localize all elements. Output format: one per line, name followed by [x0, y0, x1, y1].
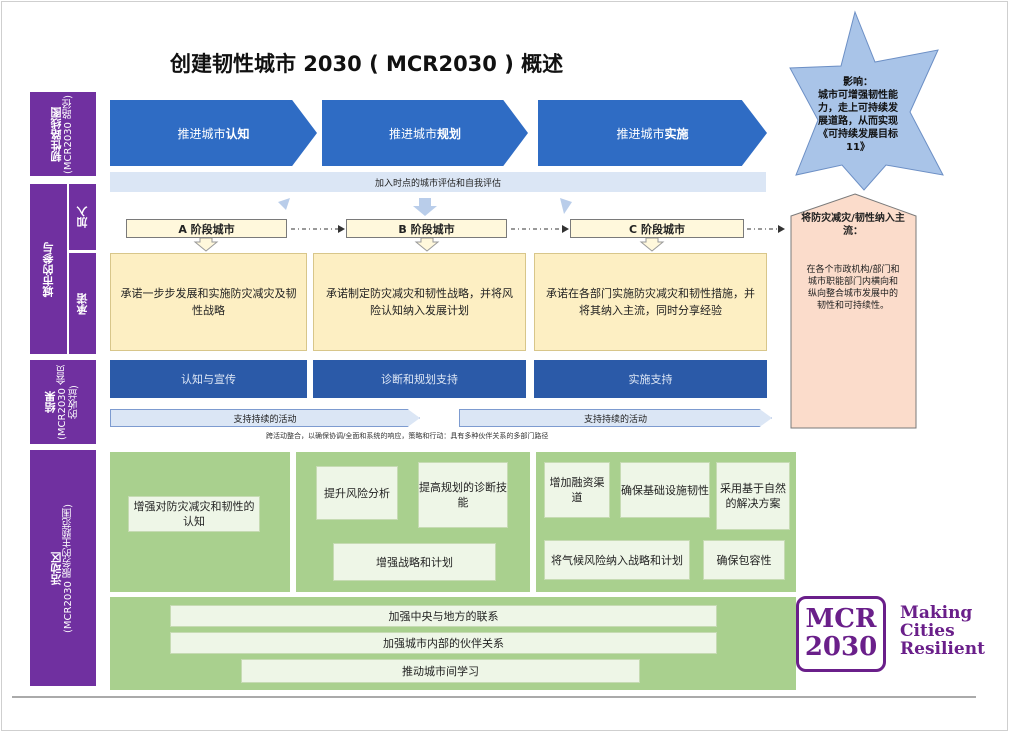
- result-planning: 诊断和规划支持: [313, 360, 526, 398]
- mainstream-body: 在各个市政机构/部门和城市职能部门内横向和纵向整合城市发展中的韧性和可持续性。: [806, 265, 900, 311]
- sidebar-roadmap: 韧性路线图(MCR2030 路径): [30, 92, 96, 176]
- activity-strategy-plan: 增强战略和计划: [333, 543, 496, 581]
- diagonal-arrow-icon: [278, 198, 290, 210]
- commitment-a: 承诺一步步发展和实施防灾减灾及韧性战略: [110, 253, 307, 351]
- roadmap-step-planning: 推进城市规划: [322, 100, 528, 166]
- support-arrow-right: 支持持续的活动: [459, 409, 772, 427]
- activity-awareness: 增强对防灾减灾和韧性的认知: [128, 496, 260, 532]
- stage-c-box: C 阶段城市: [570, 219, 744, 238]
- down-arrow-icon: [414, 237, 440, 252]
- arrowhead-icon: [778, 225, 785, 233]
- activity-financing: 增加融资渠道: [544, 462, 610, 518]
- sidebar-join: 加入: [69, 184, 96, 250]
- roadmap-step-planning-prefix: 推进城市: [388, 126, 437, 141]
- activity-partnerships: 加强城市内部的伙伴关系: [170, 632, 717, 654]
- arrowhead-icon: [562, 225, 569, 233]
- mainstream-text: 将防灾减灾/韧性纳入主流： 在各个市政机构/部门和城市职能部门内横向和纵向整合城…: [800, 212, 906, 312]
- mainstream-heading: 将防灾减灾/韧性纳入主流：: [801, 213, 905, 237]
- sidebar-commit: 承诺: [69, 253, 96, 354]
- diagonal-arrow-icon: [560, 198, 572, 214]
- activity-intercity-learning: 推动城市间学习: [241, 659, 640, 683]
- result-awareness: 认知与宣传: [110, 360, 307, 398]
- activity-nature-based: 采用基于自然的解决方案: [716, 462, 790, 530]
- logo-line-3: Resilient: [900, 639, 985, 659]
- logo-line-2: Cities: [900, 621, 955, 641]
- roadmap-step-awareness: 推进城市认知: [110, 100, 317, 166]
- arrowhead-icon: [338, 225, 345, 233]
- down-arrow-icon: [639, 237, 665, 252]
- page-title: 创建韧性城市 2030 ( MCR2030 ) 概述: [170, 52, 564, 76]
- down-arrow-icon: [413, 198, 437, 216]
- sidebar-results: 结果(MCR2030 会员的收益): [30, 360, 96, 444]
- logo-mark-top: MCR: [805, 604, 877, 634]
- activity-infrastructure: 确保基础设施韧性: [620, 462, 710, 518]
- down-arrow-icon: [193, 237, 219, 252]
- roadmap-step-awareness-prefix: 推进城市: [177, 126, 226, 141]
- logo-line-1: Making: [900, 603, 973, 623]
- impact-body: 城市可增强韧性能力，走上可持续发展道路，从而实现《可持续发展目标 11》: [818, 90, 898, 153]
- activity-diagnostic-skills: 提高规划的诊断技能: [418, 462, 508, 528]
- assessment-band: 加入时点的城市评估和自我评估: [110, 172, 766, 192]
- support-note: 跨活动整合，以确保协调/全面和系统的响应，策略和行动：具有多种伙伴关系的多部门路…: [266, 432, 549, 440]
- impact-star-shape: [789, 10, 944, 191]
- roadmap-step-awareness-bold: 认知: [225, 126, 250, 141]
- sidebar-activity: 活动区(MCR2030 服务的主题范围): [30, 450, 96, 686]
- activity-inclusion: 确保包容性: [703, 540, 785, 580]
- sidebar-participation: 城市的参与: [30, 184, 67, 354]
- roadmap-step-implementation-bold: 实施: [664, 126, 689, 141]
- result-implementation: 实施支持: [534, 360, 767, 398]
- activity-climate-risk: 将气候风险纳入战略和计划: [544, 540, 690, 580]
- stage-a-box: A 阶段城市: [126, 219, 287, 238]
- logo-wordmark: Making Cities Resilient: [900, 604, 1000, 658]
- commitment-c: 承诺在各部门实施防灾减灾和韧性措施，并将其纳入主流，同时分享经验: [534, 253, 767, 351]
- activity-risk-analysis: 提升风险分析: [316, 466, 398, 520]
- impact-heading: 影响：: [843, 77, 873, 88]
- roadmap-step-implementation: 推进城市实施: [538, 100, 767, 166]
- activity-central-local: 加强中央与地方的联系: [170, 605, 717, 627]
- logo-mark-bottom: 2030: [804, 632, 878, 662]
- stage-b-box: B 阶段城市: [346, 219, 507, 238]
- support-arrow-left: 支持持续的活动: [110, 409, 420, 427]
- roadmap-step-implementation-prefix: 推进城市: [616, 126, 665, 141]
- impact-text: 影响： 城市可增强韧性能力，走上可持续发展道路，从而实现《可持续发展目标 11》: [815, 76, 901, 154]
- commitment-b: 承诺制定防灾减灾和韧性战略，并将风险认知纳入发展计划: [313, 253, 526, 351]
- mcr2030-logo-mark: MCR 2030: [796, 596, 886, 672]
- mainstream-arrow-shape: [790, 193, 917, 429]
- roadmap-step-planning-bold: 规划: [437, 126, 462, 141]
